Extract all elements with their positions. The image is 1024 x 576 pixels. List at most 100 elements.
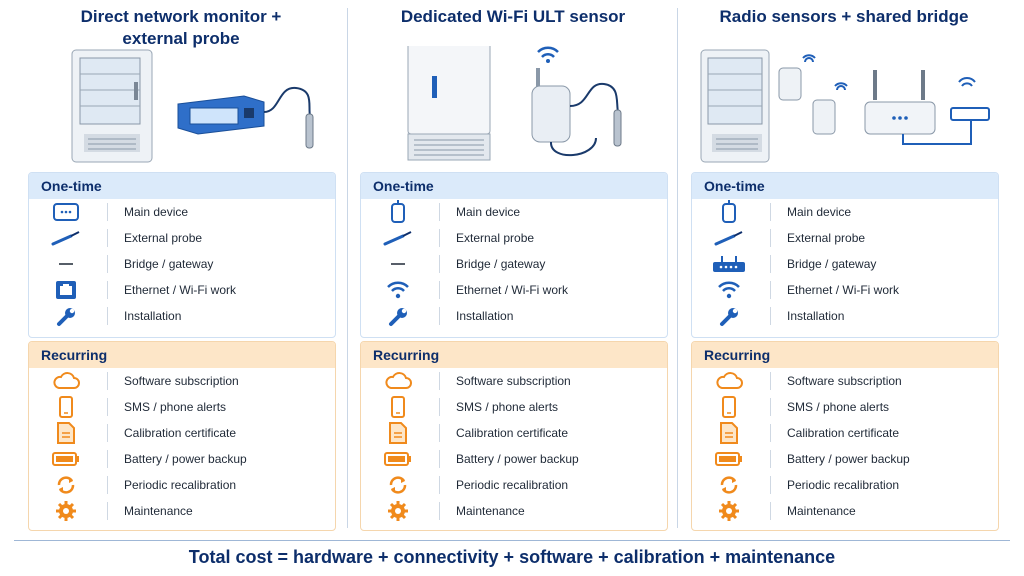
- illustration-ult-freezer-wifi-sensor: [360, 46, 666, 168]
- gear-icon: [712, 499, 746, 523]
- battery-icon: [49, 447, 83, 471]
- certificate-document-icon: [381, 421, 415, 445]
- list-item: Periodic recalibration: [29, 472, 335, 498]
- illustration-freezer-monitor-probe: [28, 46, 334, 168]
- recurring-section: Recurring Software subscription SMS / ph…: [28, 341, 336, 531]
- sensor-device-icon: [381, 200, 415, 224]
- certificate-document-icon: [49, 421, 83, 445]
- monitor-device-icon: [49, 200, 83, 224]
- list-item: Main device: [361, 199, 667, 225]
- list-item: SMS / phone alerts: [29, 394, 335, 420]
- list-item: SMS / phone alerts: [692, 394, 998, 420]
- column-title: Direct network monitor + external probe: [28, 6, 334, 50]
- item-label: Ethernet / Wi-Fi work: [456, 283, 569, 297]
- onetime-header: One-time: [29, 173, 335, 199]
- network-switch-illustration: [902, 77, 990, 145]
- phone-icon: [381, 395, 415, 419]
- cloud-icon: [49, 369, 83, 393]
- item-label: Periodic recalibration: [124, 478, 237, 492]
- item-label: Installation: [456, 309, 514, 323]
- list-item: Bridge / gateway: [361, 251, 667, 277]
- list-item: Battery / power backup: [692, 446, 998, 472]
- column-radio-sensors-shared-bridge: Radio sensors + shared bridge: [691, 0, 999, 540]
- item-label: Software subscription: [787, 374, 902, 388]
- onetime-section: One-time Main device External probe: [691, 172, 999, 338]
- radio-sensor-illustration: [778, 54, 848, 135]
- recurring-header: Recurring: [29, 342, 335, 368]
- refresh-cycle-icon: [381, 473, 415, 497]
- cloud-icon: [381, 369, 415, 393]
- column-title-line-1: Direct network monitor +: [80, 7, 282, 26]
- list-item: External probe: [692, 225, 998, 251]
- list-item: Maintenance: [692, 498, 998, 524]
- cloud-icon: [712, 369, 746, 393]
- sensor-device-icon: [712, 200, 746, 224]
- probe-cable-illustration: [263, 86, 314, 149]
- item-label: Software subscription: [124, 374, 239, 388]
- list-item: Periodic recalibration: [692, 472, 998, 498]
- item-label: SMS / phone alerts: [787, 400, 890, 414]
- item-label: Calibration certificate: [456, 426, 569, 440]
- freezer-illustration: [71, 49, 153, 163]
- item-label: Bridge / gateway: [124, 257, 214, 271]
- dash-icon: [381, 252, 415, 276]
- item-label: SMS / phone alerts: [456, 400, 559, 414]
- list-item: Ethernet / Wi-Fi work: [29, 277, 335, 303]
- list-item: Battery / power backup: [361, 446, 667, 472]
- router-icon: [712, 252, 746, 276]
- onetime-header: One-time: [692, 173, 998, 199]
- item-label: External probe: [456, 231, 535, 245]
- freezer-illustration: [700, 49, 770, 163]
- item-label: Bridge / gateway: [787, 257, 877, 271]
- list-item: Battery / power backup: [29, 446, 335, 472]
- item-label: SMS / phone alerts: [124, 400, 227, 414]
- column-title-line-1: Radio sensors + shared bridge: [719, 7, 969, 26]
- wifi-icon: [712, 278, 746, 302]
- item-label: Maintenance: [787, 504, 856, 518]
- list-item: Software subscription: [692, 368, 998, 394]
- recurring-section: Recurring Software subscription SMS / ph…: [691, 341, 999, 531]
- item-label: Battery / power backup: [124, 452, 247, 466]
- wifi-sensor-illustration: [531, 68, 622, 156]
- item-label: Maintenance: [456, 504, 525, 518]
- wrench-icon: [712, 304, 746, 328]
- list-item: Installation: [692, 303, 998, 329]
- column-title-line-1: Dedicated Wi-Fi ULT sensor: [400, 7, 626, 26]
- footer-divider: [14, 540, 1010, 541]
- list-item: External probe: [361, 225, 667, 251]
- list-item: Bridge / gateway: [29, 251, 335, 277]
- phone-icon: [712, 395, 746, 419]
- list-item: Bridge / gateway: [692, 251, 998, 277]
- item-label: Periodic recalibration: [787, 478, 900, 492]
- wifi-signal-icon: [537, 46, 559, 63]
- item-label: Ethernet / Wi-Fi work: [787, 283, 900, 297]
- list-item: Software subscription: [361, 368, 667, 394]
- list-item: Maintenance: [29, 498, 335, 524]
- item-label: Ethernet / Wi-Fi work: [124, 283, 237, 297]
- item-label: Battery / power backup: [787, 452, 910, 466]
- probe-icon: [49, 226, 83, 250]
- list-item: SMS / phone alerts: [361, 394, 667, 420]
- gear-icon: [381, 499, 415, 523]
- wrench-icon: [49, 304, 83, 328]
- list-item: Periodic recalibration: [361, 472, 667, 498]
- wrench-icon: [381, 304, 415, 328]
- recurring-header: Recurring: [692, 342, 998, 368]
- illustration-freezer-radio-sensors-bridge: [691, 46, 997, 168]
- item-label: Battery / power backup: [456, 452, 579, 466]
- list-item: Main device: [692, 199, 998, 225]
- list-item: Ethernet / Wi-Fi work: [692, 277, 998, 303]
- refresh-cycle-icon: [49, 473, 83, 497]
- list-item: Main device: [29, 199, 335, 225]
- list-item: Calibration certificate: [692, 420, 998, 446]
- item-label: Periodic recalibration: [456, 478, 569, 492]
- list-item: External probe: [29, 225, 335, 251]
- recurring-section: Recurring Software subscription SMS / ph…: [360, 341, 668, 531]
- bridge-router-illustration: [864, 70, 936, 135]
- list-item: Software subscription: [29, 368, 335, 394]
- onetime-section: One-time Main device External probe: [28, 172, 336, 338]
- list-item: Ethernet / Wi-Fi work: [361, 277, 667, 303]
- item-label: Installation: [124, 309, 182, 323]
- battery-icon: [381, 447, 415, 471]
- ult-freezer-illustration: [407, 46, 491, 161]
